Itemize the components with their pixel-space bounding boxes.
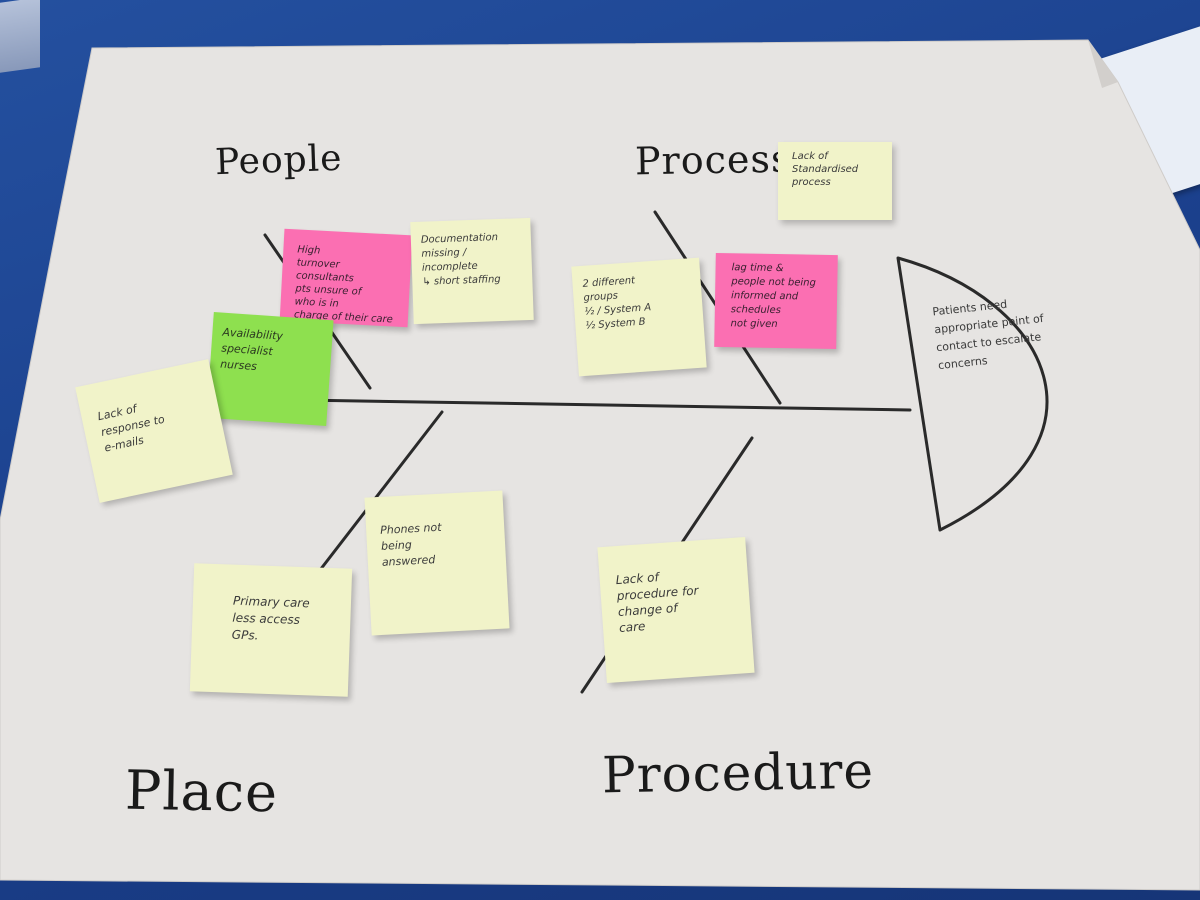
sticky-note-lack-procedure: Lack of procedure for change of care <box>597 537 755 683</box>
sticky-note-primary-care: Primary care less access GPs. <box>189 563 353 697</box>
sticky-note-documentation: Documentation missing / incomplete ↳ sho… <box>410 217 534 325</box>
sticky-note-availability: Availability specialist nurses <box>206 311 334 427</box>
paper-fold-corner <box>1088 40 1118 88</box>
fishbone-spine <box>298 398 912 412</box>
sticky-note-high-turnover: High turnover consultants pts unsure of … <box>279 228 413 328</box>
sticky-note-two-groups: 2 different groups ½ / System A ½ System… <box>571 257 707 377</box>
fishbone-head <box>896 256 1049 532</box>
sticky-note-lag-time: lag time & people not being informed and… <box>714 252 838 350</box>
category-label-procedure: Procedure <box>601 741 875 805</box>
category-label-process: Process <box>634 136 792 184</box>
problem-statement: Patients need appropriate point of conta… <box>931 297 1045 373</box>
category-label-people: People <box>214 137 344 184</box>
category-label-place: Place <box>124 758 279 825</box>
sticky-note-lack-standardised: Lack of Standardised process <box>778 142 892 220</box>
sticky-note-phones: Phones not being answered <box>364 490 510 636</box>
